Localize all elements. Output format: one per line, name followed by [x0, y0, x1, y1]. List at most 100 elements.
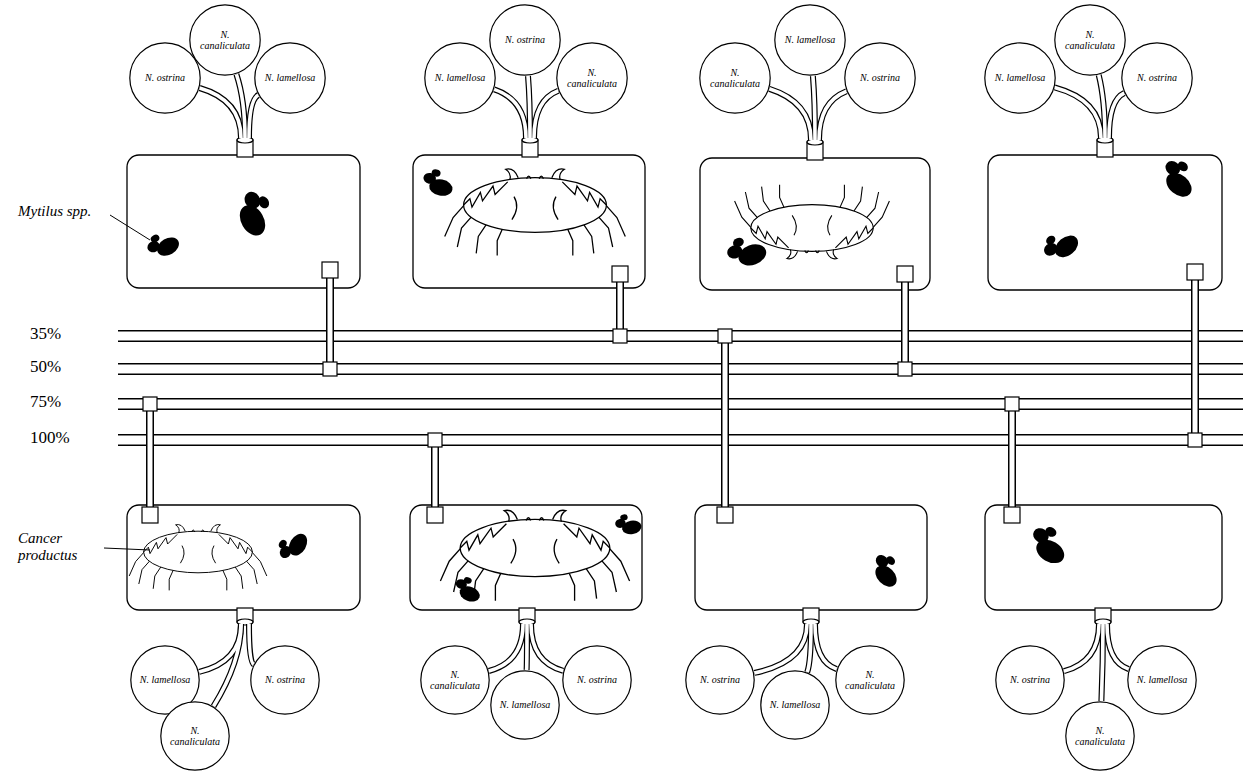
species-name: N. lamellosa: [262, 72, 318, 84]
tube-outline: [534, 91, 558, 138]
snail-circle: N. canaliculata: [1065, 701, 1135, 771]
species-name: N. canaliculata: [707, 67, 763, 90]
tube-inner: [1099, 75, 1105, 138]
tube-outline: [528, 76, 530, 138]
water-pipe: [118, 268, 1243, 515]
tube-outline: [819, 91, 847, 140]
species-name: N. lamellosa: [432, 72, 488, 84]
snail-circle: N. lamellosa: [760, 670, 830, 740]
tube-inner: [214, 624, 242, 706]
concentration-label: 75%: [30, 393, 100, 412]
species-name: N. ostrina: [497, 34, 553, 46]
tube-inner: [525, 624, 529, 670]
leader-line: [104, 215, 150, 550]
snail-circle: N. ostrina: [1121, 42, 1193, 114]
species-name: N. ostrina: [692, 674, 748, 686]
tube-inner: [819, 91, 847, 140]
snail-circle: N. ostrina: [489, 4, 561, 76]
crab: [129, 169, 889, 601]
tube-outline: [754, 624, 807, 673]
species-name: N. ostrina: [137, 72, 193, 84]
tube-inner: [1064, 624, 1099, 671]
snail-circle: N. lamellosa: [490, 670, 560, 740]
snail-circle: N. canaliculata: [420, 645, 490, 715]
tube-inner: [1107, 624, 1129, 669]
species-name: N. ostrina: [852, 72, 908, 84]
tube-inner: [249, 624, 254, 664]
concentration-label: 50%: [30, 358, 100, 377]
species-name: N. lamellosa: [782, 34, 838, 46]
species-name: N. ostrina: [1129, 72, 1185, 84]
species-name: N. canaliculata: [564, 67, 620, 90]
species-name: N. lamellosa: [1134, 674, 1190, 686]
tube-inner: [807, 624, 811, 672]
snail-circle: N. canaliculata: [699, 42, 771, 114]
snail-circle: N. ostrina: [995, 645, 1065, 715]
species-name: N. canaliculata: [167, 725, 223, 748]
tube-inner: [531, 624, 563, 671]
tube-outline: [249, 624, 254, 664]
tube-outline: [1064, 624, 1099, 671]
organism-label: Mytilus spp.: [18, 203, 110, 220]
tube-inner: [769, 89, 811, 140]
species-name: N. lamellosa: [767, 699, 823, 711]
tube-outline: [1101, 624, 1103, 701]
species-name: N. canaliculata: [842, 669, 898, 692]
snail-circle: N. canaliculata: [835, 645, 905, 715]
snail-circle: N. ostrina: [129, 42, 201, 114]
tube-inner: [813, 76, 815, 140]
tube-outline: [815, 624, 837, 669]
tube-outline: [813, 76, 815, 140]
tube-outline: [1109, 93, 1124, 138]
species-name: N. lamellosa: [992, 72, 1048, 84]
species-name: N. ostrina: [257, 674, 313, 686]
snail-circle: N. canaliculata: [160, 701, 230, 771]
snail-circle: N. canaliculata: [189, 4, 261, 76]
tube-inner: [1055, 87, 1101, 138]
tube-inner: [1101, 624, 1103, 701]
snail-circle: N. ostrina: [844, 42, 916, 114]
snail-circle: N. lamellosa: [1127, 645, 1197, 715]
tube-outline: [769, 89, 811, 140]
tube-outline: [249, 95, 258, 138]
tube-outline: [200, 88, 241, 138]
species-name: N. canaliculata: [1062, 29, 1118, 52]
concentration-label: 35%: [30, 325, 100, 344]
snail-circle: N. lamellosa: [254, 42, 326, 114]
tube-outline: [1107, 624, 1129, 669]
tube-outline: [489, 624, 523, 671]
tube-inner: [815, 624, 837, 669]
tube-outline: [1055, 87, 1101, 138]
mussel: [143, 154, 1203, 604]
tube-inner: [249, 95, 258, 138]
tank: [127, 155, 1222, 610]
tube-outline: [531, 624, 563, 671]
tube-inner: [200, 88, 241, 138]
tube-inner: [754, 624, 807, 673]
species-name: N. canaliculata: [1072, 725, 1128, 748]
snail-circle: N. ostrina: [250, 645, 320, 715]
species-name: N. lamellosa: [497, 699, 553, 711]
snail-circle: N. ostrina: [562, 645, 632, 715]
tube-inner: [534, 91, 558, 138]
species-name: N. canaliculata: [197, 29, 253, 52]
tube-inner: [1109, 93, 1124, 138]
species-name: N. canaliculata: [427, 669, 483, 692]
inflow-hub: [237, 137, 1113, 625]
species-name: N. ostrina: [1002, 674, 1058, 686]
tube-inner: [528, 76, 530, 138]
tube-inner: [236, 74, 245, 138]
snail-circle: N. canaliculata: [556, 42, 628, 114]
tube-inner: [494, 89, 526, 138]
tube-outline: [494, 89, 526, 138]
tube-inner: [489, 624, 523, 671]
organism-label: Cancer productus: [18, 530, 102, 563]
species-name: N. lamellosa: [137, 674, 193, 686]
snail-circle: N. lamellosa: [984, 42, 1056, 114]
snail-circle: N. canaliculata: [1054, 4, 1126, 76]
concentration-label: 100%: [30, 429, 100, 448]
pipe-junction: [142, 262, 1203, 523]
snail-circle: N. lamellosa: [774, 4, 846, 76]
snail-circle: N. ostrina: [685, 645, 755, 715]
